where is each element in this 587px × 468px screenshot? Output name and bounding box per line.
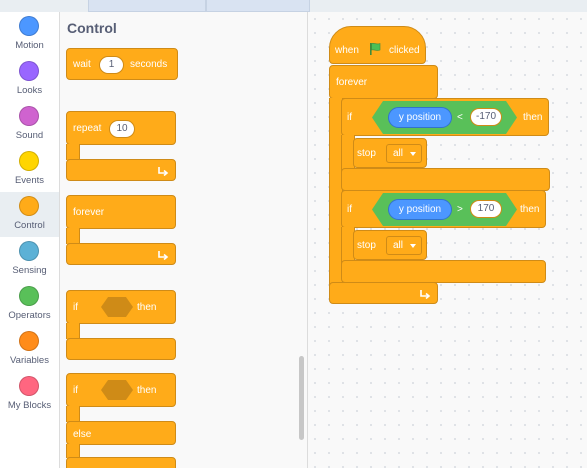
repeat-footer (66, 159, 176, 181)
if-then-footer (66, 338, 176, 360)
tab-sounds[interactable] (206, 0, 310, 12)
if-label: if (73, 385, 78, 396)
loop-arrow-icon (158, 251, 169, 260)
else-section: else (66, 421, 176, 445)
forever-block[interactable]: forever (329, 65, 438, 99)
category-sensing[interactable]: Sensing (0, 237, 59, 282)
dropdown-arrow-icon (410, 152, 416, 156)
loop-arrow-icon (158, 167, 169, 176)
repeat-arm (66, 144, 80, 160)
stop-option-value: all (393, 148, 404, 159)
condition-slot[interactable] (101, 380, 133, 400)
forever-label: forever (336, 77, 368, 88)
category-label: Motion (15, 40, 44, 51)
dropdown-arrow-icon (410, 244, 416, 248)
category-label: Sound (15, 130, 44, 141)
stop-block-1[interactable]: stop all (353, 138, 427, 168)
else-label: else (73, 429, 92, 440)
repeat-label: repeat (73, 123, 102, 134)
my-blocks-category-icon (19, 376, 39, 396)
if-label: if (347, 204, 352, 215)
block-palette: Control wait 1 seconds repeat 10 forever… (60, 12, 308, 468)
category-label: Looks (16, 85, 43, 96)
script-workspace[interactable]: when clicked forever if y position < -17… (308, 12, 587, 468)
if-then-footer-1 (341, 168, 550, 191)
category-motion[interactable]: Motion (0, 12, 59, 57)
category-operators[interactable]: Operators (0, 282, 59, 327)
forever-footer (329, 282, 438, 304)
if-label: if (347, 112, 352, 123)
editor-tab-strip (0, 0, 587, 12)
palette-scrollbar[interactable] (299, 356, 304, 440)
motion-category-icon (19, 16, 39, 36)
if-else-block[interactable]: if then (66, 373, 176, 407)
then-label: then (137, 302, 157, 313)
category-my-blocks[interactable]: My Blocks (0, 372, 59, 417)
sensing-category-icon (19, 241, 39, 261)
if-then-footer-2 (341, 260, 546, 283)
less-than-operator[interactable]: y position < -170 (372, 101, 517, 134)
green-flag-icon (370, 42, 381, 55)
forever-footer (66, 243, 176, 265)
greater-than-operator[interactable]: y position > 170 (372, 193, 517, 226)
category-label: Events (14, 175, 45, 186)
condition-slot[interactable] (101, 297, 133, 317)
wait-block[interactable]: wait 1 seconds (66, 48, 178, 80)
if-then-block-2[interactable]: if y position > 170 then (341, 190, 546, 228)
category-control[interactable]: Control (0, 192, 59, 237)
stop-label: stop (357, 148, 376, 159)
compare-value-input[interactable]: 170 (470, 200, 502, 218)
sound-category-icon (19, 106, 39, 126)
stop-option-dropdown[interactable]: all (386, 144, 422, 163)
stop-option-dropdown[interactable]: all (386, 236, 422, 255)
if-else-arm-2 (66, 444, 80, 458)
wait-label: wait (73, 59, 91, 70)
category-label: My Blocks (7, 400, 52, 411)
category-events[interactable]: Events (0, 147, 59, 192)
control-category-icon (19, 196, 39, 216)
variables-category-icon (19, 331, 39, 351)
less-than-symbol: < (457, 112, 463, 123)
events-category-icon (19, 151, 39, 171)
forever-block[interactable]: forever (66, 195, 176, 229)
category-label: Operators (8, 310, 51, 321)
looks-category-icon (19, 61, 39, 81)
wait-seconds-input[interactable]: 1 (99, 56, 124, 74)
loop-arrow-icon (420, 290, 431, 299)
repeat-block[interactable]: repeat 10 (66, 111, 176, 145)
then-label: then (523, 112, 543, 123)
stop-label: stop (357, 240, 376, 251)
if-else-arm (66, 406, 80, 422)
repeat-count-input[interactable]: 10 (109, 120, 135, 138)
if-then-block-1[interactable]: if y position < -170 then (341, 98, 549, 136)
then-label: then (520, 204, 540, 215)
category-looks[interactable]: Looks (0, 57, 59, 102)
stop-block-2[interactable]: stop all (353, 230, 427, 260)
when-label: when (335, 45, 359, 56)
clicked-label: clicked (389, 45, 420, 56)
if-then-block[interactable]: if then (66, 290, 176, 324)
category-sound[interactable]: Sound (0, 102, 59, 147)
stop-option-value: all (393, 240, 404, 251)
then-label: then (137, 385, 157, 396)
category-sidebar: Motion Looks Sound Events Control Sensin… (0, 12, 60, 468)
forever-arm (66, 228, 80, 244)
greater-than-symbol: > (457, 204, 463, 215)
y-position-reporter[interactable]: y position (388, 107, 452, 128)
compare-value-input[interactable]: -170 (470, 108, 502, 126)
y-position-reporter[interactable]: y position (388, 199, 452, 220)
category-variables[interactable]: Variables (0, 327, 59, 372)
category-label: Variables (10, 355, 49, 366)
tab-costumes[interactable] (88, 0, 206, 12)
wait-unit-label: seconds (130, 59, 168, 70)
category-label: Control (14, 220, 45, 231)
category-label: Sensing (12, 265, 47, 276)
forever-label: forever (73, 207, 105, 218)
if-then-arm (66, 323, 80, 339)
when-flag-clicked-block[interactable]: when clicked (329, 26, 426, 64)
palette-title: Control (67, 20, 117, 36)
operators-category-icon (19, 286, 39, 306)
if-label: if (73, 302, 78, 313)
if-else-footer (66, 457, 176, 468)
